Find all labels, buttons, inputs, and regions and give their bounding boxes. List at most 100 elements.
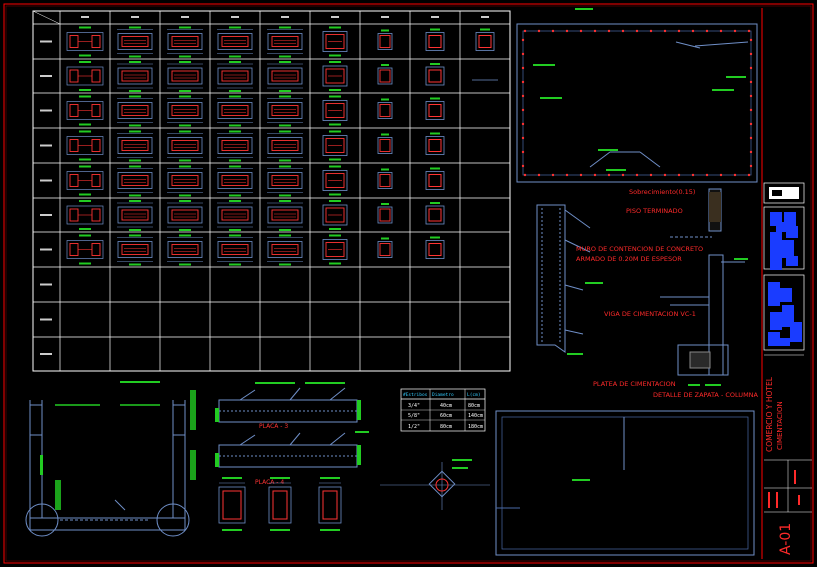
rebar-cell: 40cm [440,403,452,409]
plan-dot [551,29,555,33]
section-label-top [430,202,440,204]
plan-edge-left [589,151,611,168]
plan-dot [705,173,709,177]
section-stirrup [325,103,345,118]
section-label-top [430,236,440,239]
plan-dot [635,29,639,33]
section-stirrup [379,243,391,256]
section-label-bottom [129,263,141,266]
placa4-title: PLACA - 4 [255,479,284,486]
bottom-col-label-top [222,477,242,479]
axis-label [452,459,472,461]
u-hatch-left [55,480,61,510]
section-stirrup [428,174,442,187]
label-piso-terminado: PISO TERMINADO [626,207,683,215]
section-outline [425,66,445,86]
plan-dot [523,173,527,177]
tb-bar [776,222,788,232]
plan-dot [521,66,525,70]
project-title: COMERCIO Y HOTEL [765,376,774,452]
inner-border [5,5,812,562]
plan-label-c [726,76,746,78]
section-outline [322,31,348,52]
section-label-bottom [179,263,191,266]
plan-dot [749,108,753,112]
plan-dot [521,150,525,154]
section-label-top [381,133,389,136]
plan-dot [521,94,525,98]
column-schedule-table [32,10,511,372]
plan-dot [677,173,681,177]
bottom-col-label-top [270,477,290,479]
section-outline [117,172,153,189]
section-outline [377,206,393,224]
rebar-table: #Estribos Diametro L(cm) 3/4" 40cm 80cm … [400,388,486,432]
section-outline [267,241,303,258]
tb-bar [782,305,794,327]
section-stirrup [121,70,149,82]
plan-dot [749,150,753,154]
section-label-bottom [329,123,341,126]
section-outline [117,137,153,154]
plan-dot [635,173,639,177]
section-label-top [329,200,341,202]
rebar-cell: 180cm [468,424,483,430]
section-outline [167,67,203,85]
column-sections-bottom [218,477,342,531]
section-outline [377,102,393,119]
section-label-top [279,200,291,202]
label-sobrecimiento: Sobrecimiento(0.15) [629,188,695,196]
schedule-row-label [40,318,52,321]
section-label-top [229,234,241,237]
section-label-top [179,26,191,29]
schedule-row-label [40,40,52,43]
section-label-top [229,26,241,29]
section-stirrup [221,105,249,116]
section-stirrup [221,209,249,221]
section-outline [217,67,253,85]
section-outline [66,101,104,120]
section-outline [167,241,203,258]
wall-label [585,282,603,284]
project-subtitle: CIMENTACION [776,401,784,450]
axis-column [435,478,449,492]
sheet-border [3,3,814,564]
wall-outline-left [536,204,566,353]
placa4-hatch [215,453,219,467]
section-label-top [79,95,91,98]
section-stirrup [121,175,149,186]
plan-dot [705,29,709,33]
column-axis-detail [380,459,590,510]
section-outline [377,137,393,154]
plan-dot [521,52,525,56]
section-outline [425,101,445,120]
plan-outline [516,23,758,183]
plan-dot [733,173,737,177]
section-label-top [229,130,241,133]
plan-dot [579,29,583,33]
section-label-top [381,29,389,32]
plan-dot [621,173,625,177]
tb-bar [786,256,798,266]
tb-bar [768,282,780,306]
section-outline [425,136,445,155]
plan-dot [749,122,753,126]
bottom-col-label-bottom [320,529,340,531]
plan-label-top [575,8,593,10]
plan-label-d [712,89,734,91]
section-stirrup [379,35,391,48]
wall-label-base [567,353,583,355]
schedule-row-label [40,179,52,182]
section-outline [66,240,104,259]
section-label-bottom [279,263,291,266]
section-outline [377,67,393,85]
section-stirrup [121,244,149,255]
section-outline [322,239,348,260]
section-label-top [129,95,141,98]
section-label-bottom [329,228,341,230]
section-stirrup [428,104,442,117]
plan-dot [719,29,723,33]
section-outline [217,241,253,258]
axis-label-3 [572,479,590,481]
section-label-top [381,237,389,240]
